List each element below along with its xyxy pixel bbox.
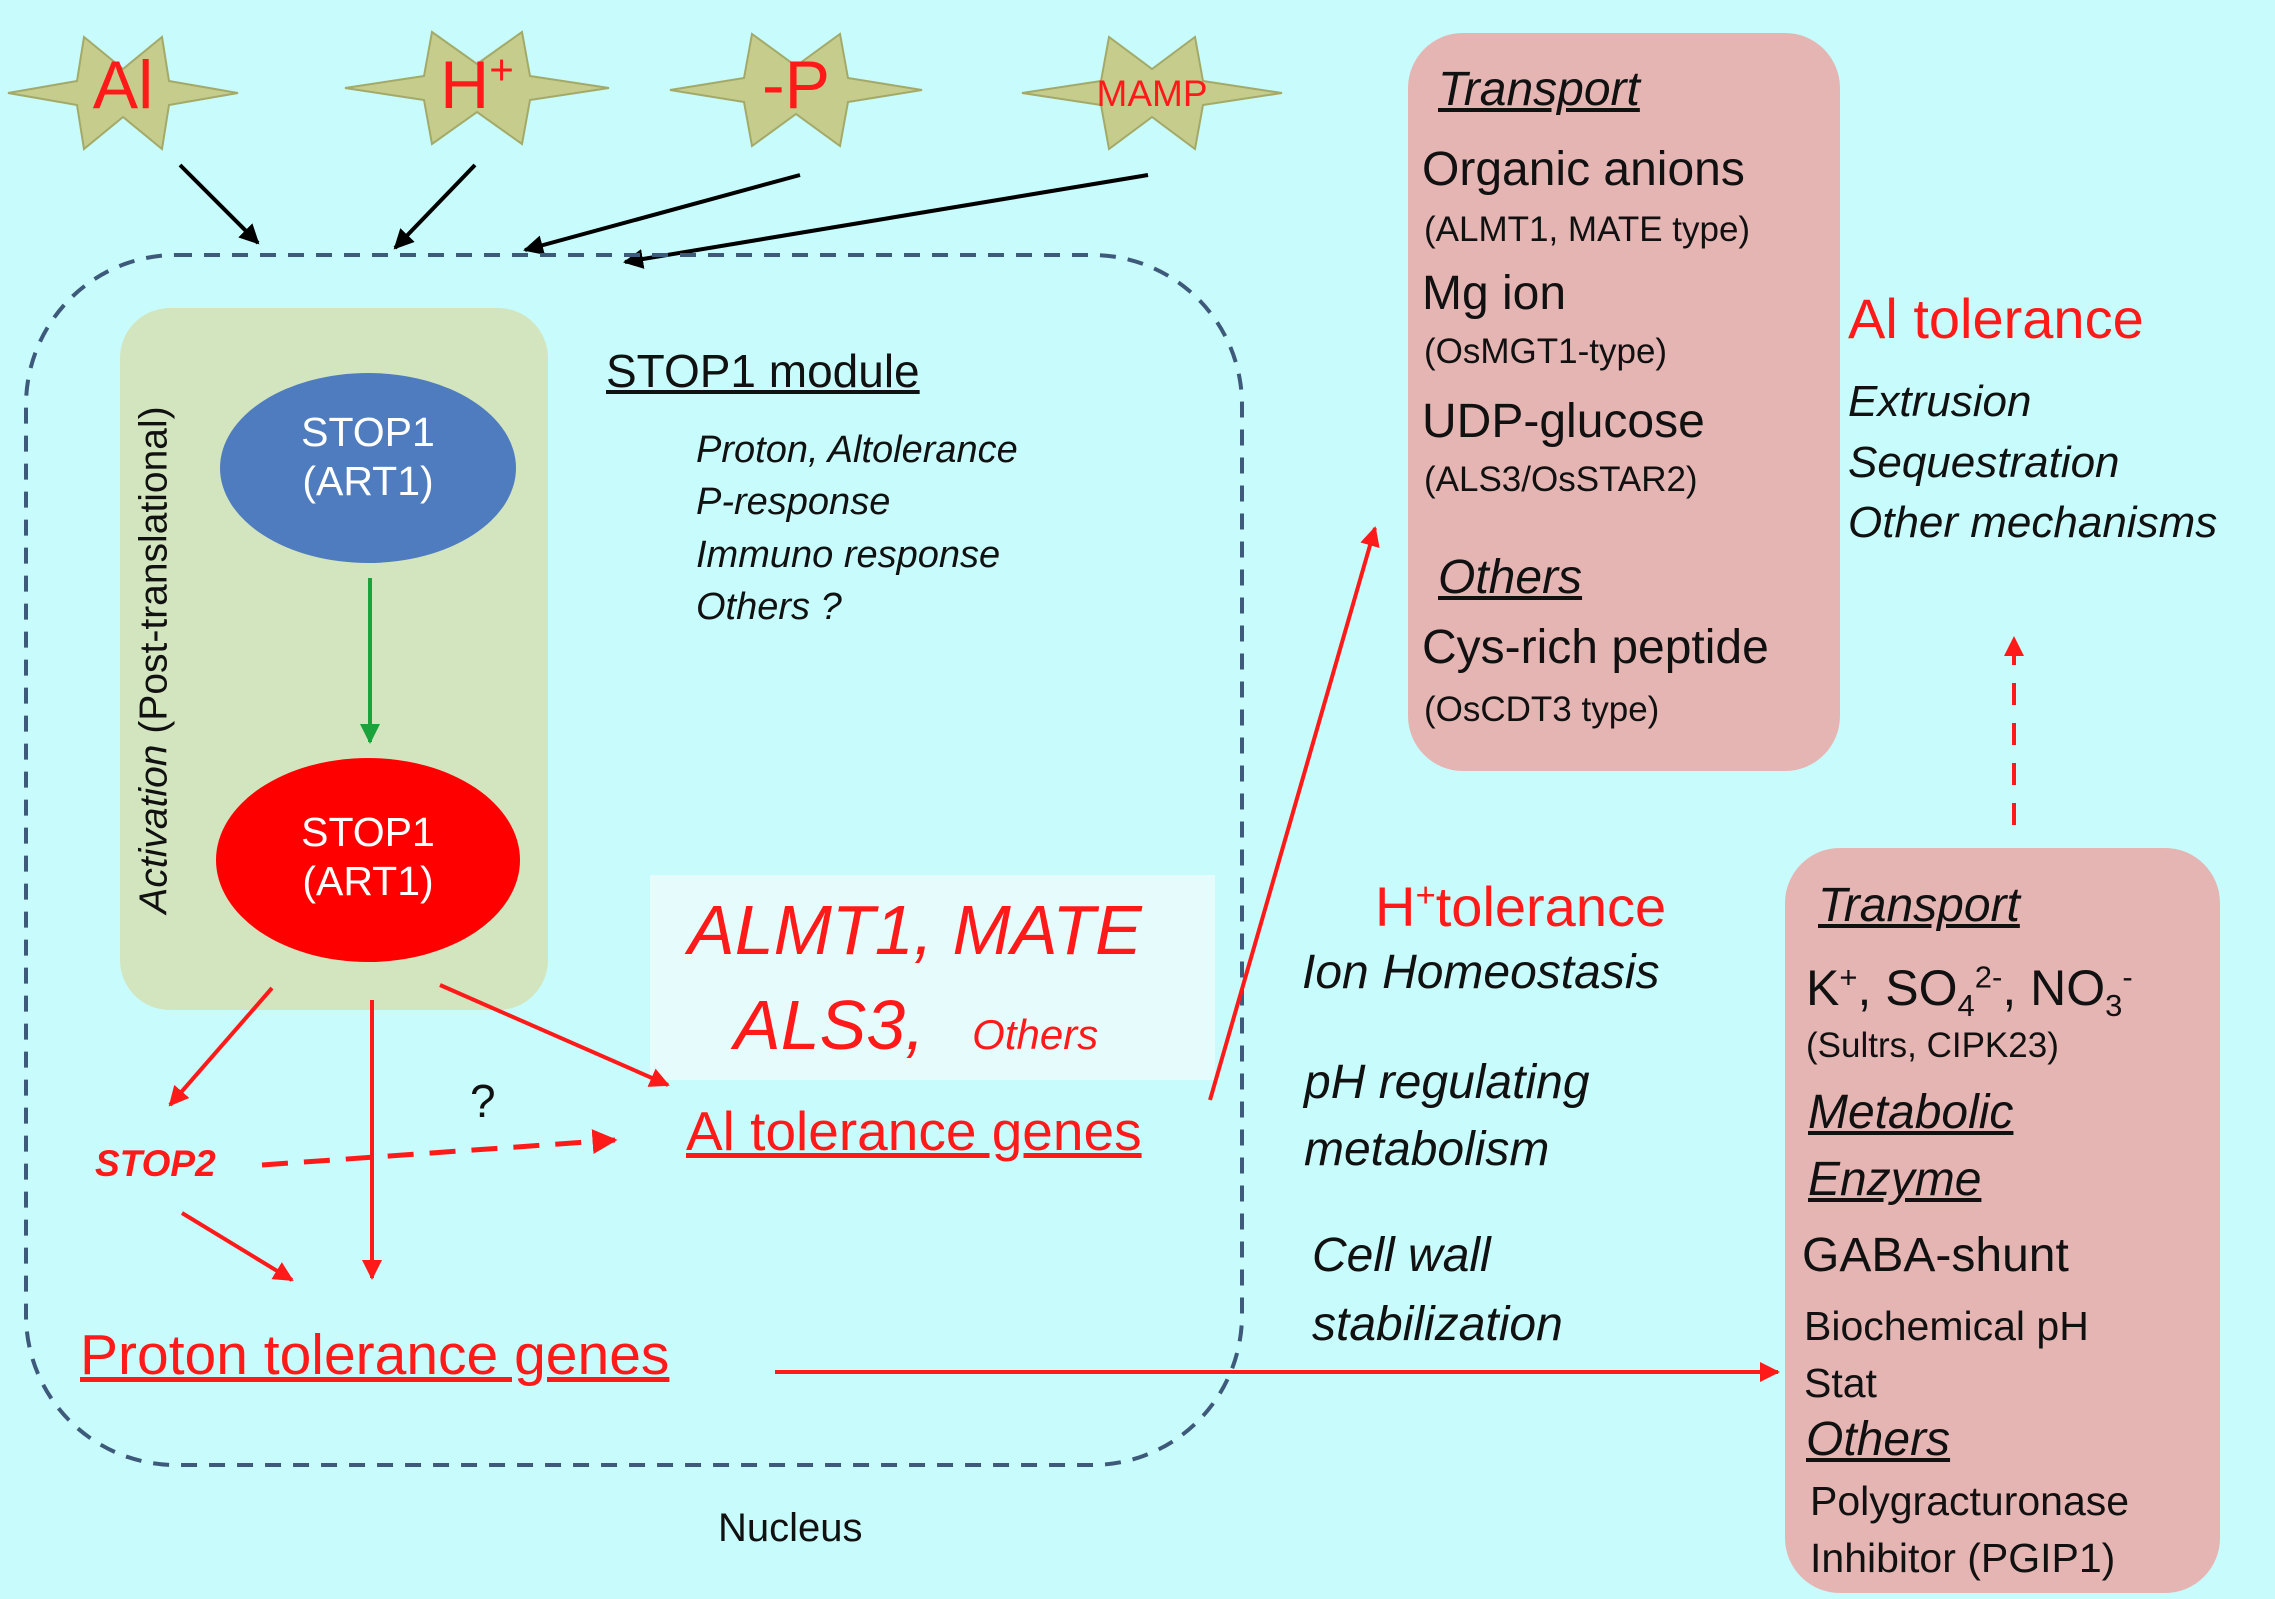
h-box-biochem-line1: Biochemical pH [1804, 1303, 2089, 1349]
stop1-module-title: STOP1 module [606, 345, 920, 397]
h-tolerance-title: H+tolerance [1375, 875, 1667, 938]
stop1-active-label: STOP1(ART1) [301, 809, 435, 905]
stop1-module-item: Proton, Altolerance [696, 429, 1018, 471]
h-tolerance-item-ion-homeostasis: Ion Homeostasis [1302, 946, 1660, 999]
h-box-biochem-line2: Stat [1804, 1360, 1877, 1406]
stop1-module-items: Proton, Altolerance P-response Immuno re… [696, 424, 1018, 634]
signal-arrow-p [523, 173, 801, 255]
al-box-transport-heading: Transport [1438, 63, 1640, 116]
nucleus-label: Nucleus [718, 1506, 863, 1550]
al-box-item-organic-anions: Organic anions [1422, 143, 1745, 196]
h-box-others-item-2: Inhibitor (PGIP1) [1810, 1535, 2116, 1581]
h-tolerance-item-cell-wall: Cell wall [1312, 1229, 1491, 1282]
al-box-item-udp-glucose: UDP-glucose [1422, 395, 1705, 448]
gene-box-line1: ALMT1, MATE [688, 891, 1142, 969]
signal-label-al: Al [92, 47, 154, 123]
activation-label: Activation (Post-translational) [132, 406, 176, 914]
gene-highlight-box [650, 875, 1215, 1080]
al-box-others-heading: Others [1438, 551, 1583, 604]
h-box-enzyme-heading: Enzyme [1808, 1153, 1982, 1206]
signal-star-h [344, 30, 610, 146]
stop1-active-ellipse [216, 758, 520, 962]
h-tolerance-item-ph-regulating: pH regulating [1304, 1056, 1590, 1109]
arrow-to-al-genes [439, 983, 670, 1087]
stop1-inactive-label: STOP1(ART1) [301, 409, 435, 505]
question-mark: ? [470, 1075, 496, 1127]
signal-star-al [7, 35, 239, 151]
al-box-item-udp-glucose-detail: (ALS3/OsSTAR2) [1424, 460, 1698, 499]
signal-star-p [669, 32, 923, 148]
nucleus-boundary [24, 253, 1244, 1467]
al-tolerance-title: Al tolerance [1848, 287, 2144, 350]
gene-box-line2: ALS3, Others [734, 986, 1099, 1064]
al-box-item-mg-ion-detail: (OsMGT1-type) [1424, 332, 1668, 371]
h-tolerance-item-metabolism: metabolism [1304, 1123, 1550, 1176]
h-box-ions: K+, SO42-, NO3- [1806, 959, 2133, 1023]
al-box-others-name: Cys-rich peptide [1422, 621, 1769, 674]
stop1-module-item: Others ? [696, 586, 842, 629]
al-box-item-organic-anions-detail: (ALMT1, MATE type) [1424, 210, 1751, 249]
h-box-others-item-1: Polygracturonase [1810, 1478, 2130, 1524]
arrow-stop2-to-al-dashed [261, 1129, 618, 1168]
signal-label-h: H+ [440, 46, 514, 123]
signal-arrow-al [178, 163, 260, 245]
al-mechanisms-box [1408, 33, 1840, 771]
signal-label-mamp: MAMP [1096, 73, 1208, 114]
stop1-module-item: Immuno response [696, 533, 1001, 576]
stop1-inactive-ellipse [220, 373, 516, 563]
signal-arrow-mamp [623, 173, 1149, 269]
h-box-ions-detail: (Sultrs, CIPK23) [1806, 1026, 2059, 1065]
h-mechanisms-box [1785, 848, 2220, 1593]
arrow-to-stop2 [168, 986, 274, 1107]
signal-label-p: -P [762, 47, 830, 123]
h-box-gaba: GABA-shunt [1802, 1229, 2069, 1282]
al-tolerance-items: Extrusion Sequestration Other mechanisms [1848, 372, 2217, 554]
al-tolerance-item: Extrusion [1848, 377, 2032, 426]
h-box-others-heading: Others [1806, 1413, 1951, 1466]
h-box-metabolic-heading: Metabolic [1808, 1086, 2014, 1139]
al-tolerance-item: Sequestration [1848, 437, 2120, 487]
stop1-module-item: P-response [696, 481, 891, 524]
signal-arrow-h [393, 163, 477, 250]
al-box-others-detail: (OsCDT3 type) [1424, 690, 1660, 729]
arrow-al-genes-to-al-box [1208, 526, 1380, 1101]
arrow-stop2-to-proton [180, 1211, 294, 1282]
al-tolerance-genes-label: Al tolerance genes [686, 1100, 1142, 1162]
h-tolerance-item-stabilization: stabilization [1312, 1298, 1563, 1351]
proton-tolerance-genes-label: Proton tolerance genes [80, 1323, 670, 1387]
al-tolerance-item: Other mechanisms [1848, 498, 2218, 548]
stop2-label: STOP2 [95, 1143, 216, 1184]
al-box-item-mg-ion: Mg ion [1422, 267, 1567, 320]
signal-star-mamp [1021, 35, 1283, 151]
h-box-transport-heading: Transport [1818, 879, 2020, 932]
